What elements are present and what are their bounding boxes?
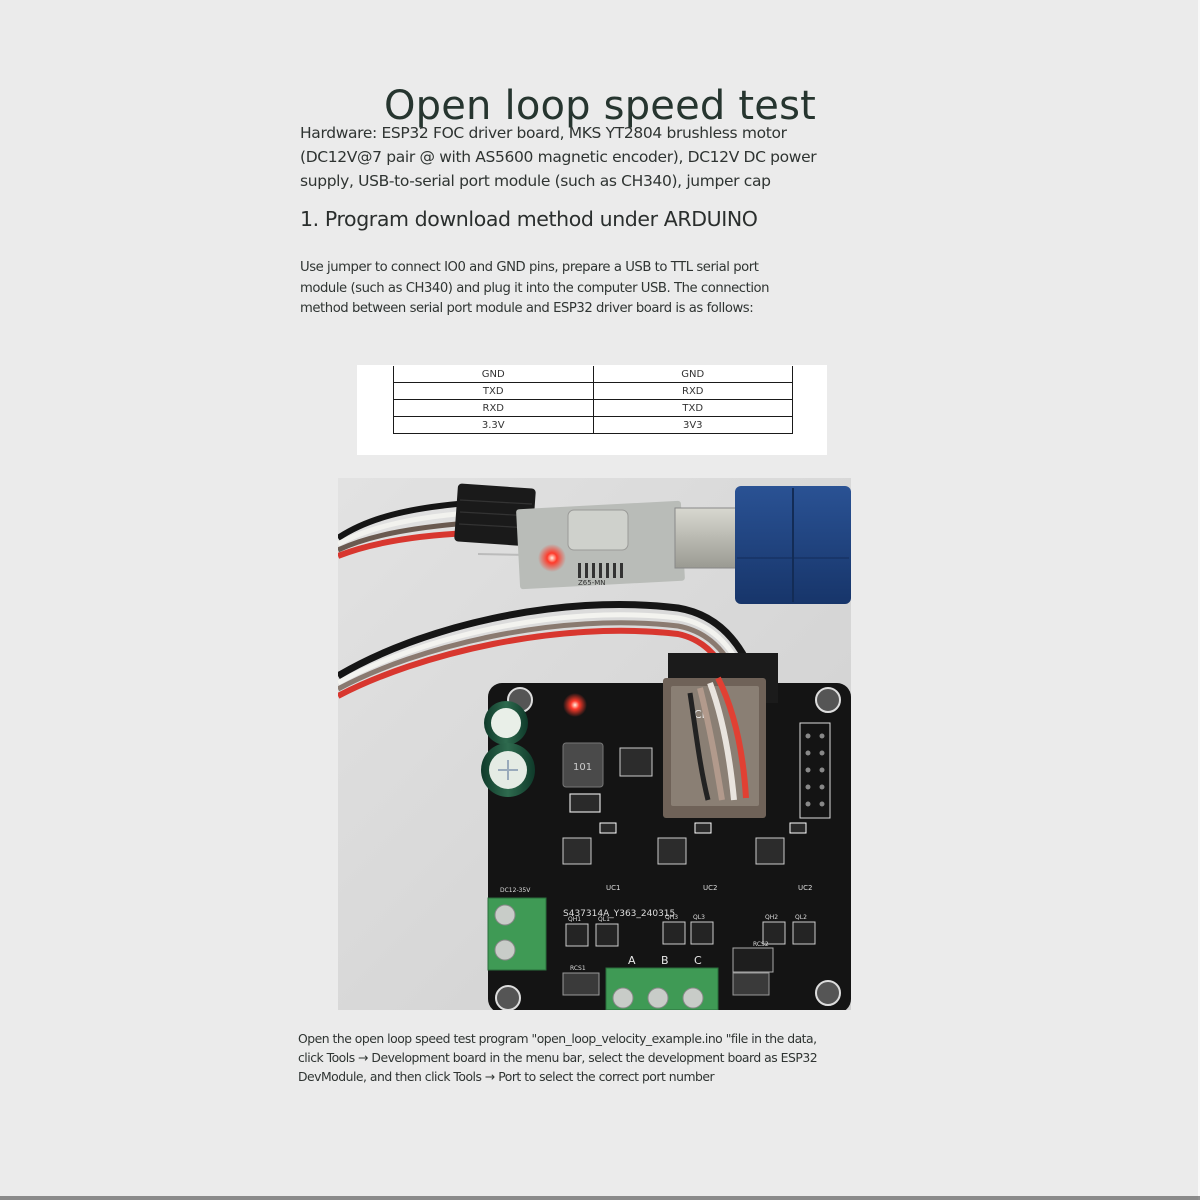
- adapter-led: [538, 544, 566, 572]
- mosfet-label: QL1: [598, 916, 610, 923]
- phase-a-label: A: [628, 954, 636, 967]
- mosfet-label: QL3: [693, 914, 705, 921]
- sense-label: RCS2: [753, 941, 769, 948]
- page-edge: [1198, 0, 1200, 1200]
- table-cell-module: GND: [393, 366, 594, 383]
- table-cell-module: TXD: [393, 382, 594, 400]
- mosfet-label: QH3: [665, 914, 678, 921]
- table-row: RXD TXD: [393, 399, 793, 417]
- table-cell-board: 3V3: [592, 416, 793, 434]
- instructions-paragraph: Use jumper to connect IO0 and GND pins, …: [300, 260, 770, 316]
- page-title: Open loop speed test: [383, 82, 817, 129]
- hardware-paragraph: Hardware: ESP32 FOC driver board, MKS YT…: [300, 124, 817, 190]
- dupont-connector: [454, 483, 536, 547]
- table-cell-board: RXD: [592, 382, 793, 400]
- sense-label: RCS1: [570, 965, 586, 972]
- section-heading: 1. Program download method under ARDUINO: [300, 207, 758, 231]
- table-cell-module: RXD: [393, 399, 594, 417]
- table-row: GND GND: [393, 366, 793, 383]
- connection-table: GND GND TXD RXD RXD TXD 3.3V 3V3: [393, 366, 793, 434]
- board-led: [563, 693, 587, 717]
- table-cell-board: GND: [592, 366, 793, 383]
- usb-ttl-adapter: Z65-MN: [516, 500, 746, 590]
- footer-instructions: Open the open loop speed test program "o…: [298, 1031, 818, 1084]
- table-row: TXD RXD: [393, 382, 793, 400]
- upper-wire-bundle: [338, 500, 469, 559]
- chip-label: UC2: [798, 884, 812, 892]
- inductor: [562, 742, 604, 788]
- table-cell-module: 3.3V: [393, 416, 594, 434]
- phase-b-label: B: [661, 954, 669, 967]
- adapter-chip-label: Z65-MN: [578, 579, 606, 587]
- chip-label: UC1: [606, 884, 620, 892]
- phase-c-label: C: [694, 954, 702, 967]
- esp32-foc-board: CE 101: [481, 653, 851, 1010]
- usb-plug: [674, 507, 746, 569]
- power-terminal: [487, 897, 547, 971]
- board-serial: S437314A_Y363_240315: [563, 909, 675, 919]
- mosfet-label: QH2: [765, 914, 778, 921]
- table-row: 3.3V 3V3: [393, 416, 793, 434]
- motor-terminal: [605, 967, 719, 1010]
- mosfet-label: QL2: [795, 914, 807, 921]
- board-photo: Z65-MN CE: [338, 478, 851, 1010]
- page-bottom-edge: [0, 1196, 1200, 1200]
- table-cell-board: TXD: [592, 399, 793, 417]
- power-label: DC12-35V: [500, 887, 531, 894]
- usb-extension: [735, 486, 851, 604]
- connection-table-panel: GND GND TXD RXD RXD TXD 3.3V 3V3: [357, 365, 827, 455]
- mosfet-label: QH1: [568, 916, 581, 923]
- inductor-label: 101: [573, 762, 592, 773]
- chip-label: UC2: [703, 884, 717, 892]
